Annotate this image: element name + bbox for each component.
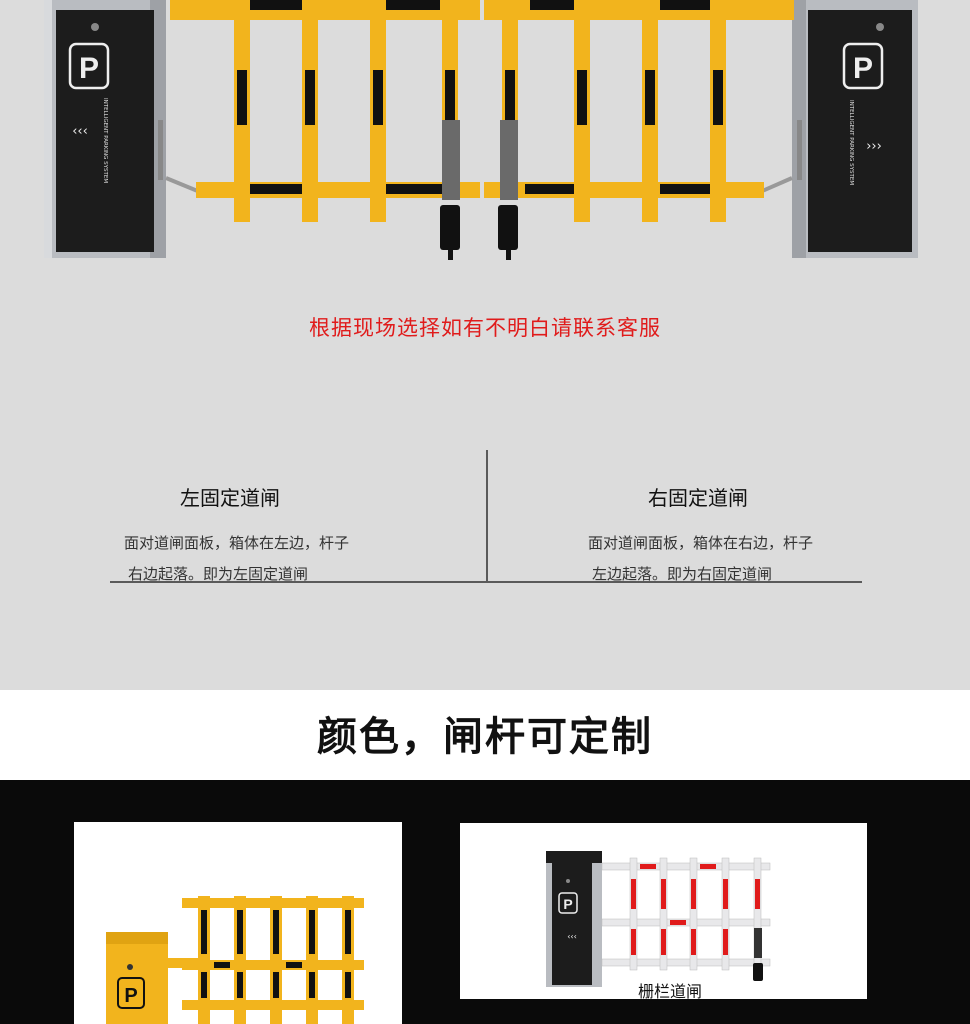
right-fixed-gate-title: 右固定道闸	[648, 486, 748, 510]
left-fixed-gate-title: 左固定道闸	[180, 486, 280, 510]
left-desc-line1: 面对道闸面板，箱体在左边，杆子	[124, 534, 350, 552]
contact-notice: 根据现场选择如有不明白请联系客服	[309, 316, 661, 340]
left-cabinet-label: INTELLIGENT PARKING SYSTEM	[102, 98, 108, 183]
product-gallery: P	[0, 780, 970, 1024]
vertical-divider	[486, 450, 488, 583]
customization-banner: 颜色，闸杆可定制	[0, 690, 970, 780]
right-cabinet-label: INTELLIGENT PARKING SYSTEM	[848, 100, 854, 185]
left-fixed-gate-description: 面对道闸面板，箱体在左边，杆子 右边起落。即为左固定道闸	[124, 528, 349, 590]
barrier-gate-hero-image: P ‹‹‹ INTELLIGENT PARKING SYSTEM P ››› I…	[44, 0, 918, 260]
red-white-barrier-caption: 栅栏道闸	[638, 982, 703, 999]
left-fence-arm	[170, 0, 480, 260]
left-desc-line2: 右边起落。即为左固定道闸	[128, 565, 309, 583]
svg-text:›››: ›››	[866, 139, 882, 154]
svg-text:P: P	[563, 896, 572, 912]
left-cabinet: P ‹‹‹ INTELLIGENT PARKING SYSTEM	[44, 0, 166, 258]
customization-title: 颜色，闸杆可定制	[317, 714, 653, 760]
right-desc-line2: 左边起落。即为右固定道闸	[592, 565, 773, 583]
yellow-barrier-card[interactable]: P	[74, 822, 402, 1024]
red-white-barrier-image: P ‹‹‹	[546, 851, 771, 987]
svg-text:P: P	[124, 985, 137, 1007]
left-parking-symbol: P	[79, 52, 99, 85]
gate-orientation-comparison: 左固定道闸 面对道闸面板，箱体在左边，杆子 右边起落。即为左固定道闸 右固定道闸…	[110, 450, 862, 583]
right-fixed-gate-description: 面对道闸面板，箱体在右边，杆子 左边起落。即为右固定道闸	[588, 528, 813, 590]
right-fence-arm	[484, 0, 794, 260]
red-white-barrier-card[interactable]: P ‹‹‹	[460, 823, 867, 999]
baseline-divider	[110, 581, 862, 583]
right-cabinet: P ››› INTELLIGENT PARKING SYSTEM	[792, 0, 918, 258]
right-parking-symbol: P	[853, 52, 873, 85]
svg-text:‹‹‹: ‹‹‹	[72, 124, 88, 139]
yellow-barrier-image: P	[106, 896, 364, 1024]
right-desc-line1: 面对道闸面板，箱体在右边，杆子	[588, 534, 814, 552]
top-section: P ‹‹‹ INTELLIGENT PARKING SYSTEM P ››› I…	[44, 0, 918, 583]
svg-text:‹‹‹: ‹‹‹	[567, 932, 577, 941]
